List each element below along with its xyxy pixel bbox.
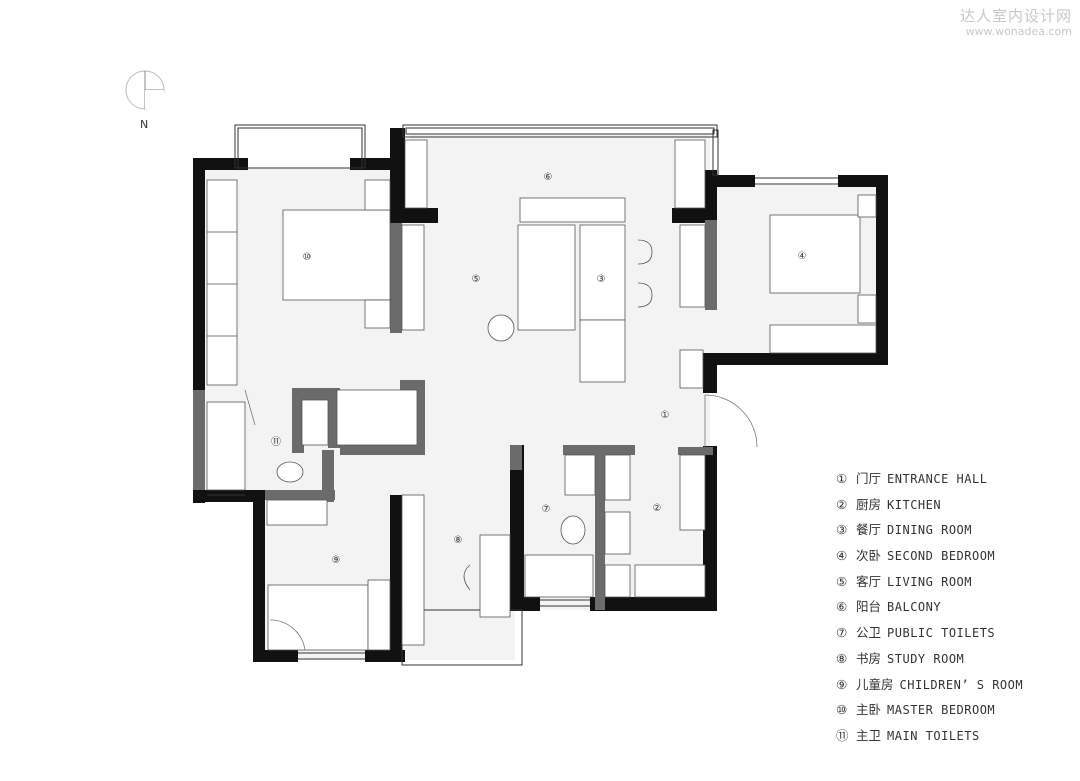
doors xyxy=(244,389,758,651)
room-marker-3: ③ xyxy=(597,274,606,285)
room-marker-5: ⑤ xyxy=(472,274,481,285)
legend-chinese-name: 次卧 xyxy=(856,548,882,564)
legend-chinese-name: 儿童房 xyxy=(856,676,894,692)
legend-english-name: MASTER BEDROOM xyxy=(887,703,996,718)
legend-item: ⑦ 公卫 PUBLIC TOILETS xyxy=(836,624,1023,650)
legend-english-name: SECOND BEDROOM xyxy=(887,549,996,564)
north-compass: N xyxy=(125,70,165,131)
room-marker-7: ⑦ xyxy=(542,504,551,515)
watermark-url: www.wonadea.com xyxy=(965,25,1072,38)
legend-chinese-name: 客厅 xyxy=(856,573,882,589)
living-dining-furniture xyxy=(487,224,706,389)
legend-english-name: DINING ROOM xyxy=(887,523,972,538)
legend-chinese-name: 门厅 xyxy=(856,471,882,486)
legend-english-name: CHILDREN’ S ROOM xyxy=(899,677,1024,692)
wet-area-fixtures xyxy=(206,389,706,598)
room-marker-9: ⑨ xyxy=(332,555,341,566)
legend-item: ⑥ 阳台 BALCONY xyxy=(836,598,1023,624)
legend-number: ④ xyxy=(836,548,848,564)
legend-english-name: PUBLIC TOILETS xyxy=(887,626,996,641)
legend-english-name: MAIN TOILETS xyxy=(887,728,980,743)
room-marker-11: ⑪ xyxy=(271,436,281,448)
legend-chinese-name: 餐厅 xyxy=(856,522,882,538)
legend-item: ⑨ 儿童房 CHILDREN’ S ROOM xyxy=(836,676,1023,702)
room-marker-6: ⑥ xyxy=(544,172,553,183)
compass-label: N xyxy=(140,118,148,131)
legend-chinese-name: 书房 xyxy=(856,650,882,666)
windows xyxy=(207,124,838,666)
legend-english-name: BALCONY xyxy=(887,600,942,615)
legend-number: ⑨ xyxy=(836,676,848,692)
room-markers: ① ② ③ ④ ⑤ ⑥ ⑦ ⑧ ⑨ ⑩ ⑪ xyxy=(271,172,806,566)
legend-english-name: LIVING ROOM xyxy=(887,574,972,589)
legend-item: ② 厨房 KITCHEN xyxy=(836,496,1023,522)
legend-number: ⑥ xyxy=(836,599,848,615)
room-marker-2: ② xyxy=(653,503,662,514)
legend-number: ⑧ xyxy=(836,650,848,666)
room-legend: ① 门厅 ENTRANCE HALL ② 厨房 KITCHEN ③ 餐厅 DINING ROOM… xyxy=(836,470,1023,753)
balcony-cabinets xyxy=(404,139,706,223)
legend-item: ⑤ 客厅 LIVING ROOM xyxy=(836,573,1023,599)
legend-item: ⑩ 主卧 MASTER BEDROOM xyxy=(836,701,1023,727)
legend-number: ① xyxy=(836,471,848,486)
legend-number: ⑩ xyxy=(836,702,848,718)
legend-item: ③ 餐厅 DINING ROOM xyxy=(836,521,1023,547)
room-marker-8: ⑧ xyxy=(454,535,463,546)
legend-item: ⑧ 书房 STUDY ROOM xyxy=(836,650,1023,676)
legend-number: ② xyxy=(836,496,848,512)
legend-english-name: STUDY ROOM xyxy=(887,651,965,666)
legend-chinese-name: 主卫 xyxy=(856,727,882,743)
watermark-title: 达人室内设计网 xyxy=(959,7,1072,25)
legend-number: ⑤ xyxy=(836,573,848,589)
room-marker-4: ④ xyxy=(798,251,807,262)
legend-item: ⑪ 主卫 MAIN TOILETS xyxy=(836,727,1023,753)
room-marker-10: ⑩ xyxy=(303,252,312,263)
second-bedroom-furniture xyxy=(769,194,877,354)
legend-chinese-name: 公卫 xyxy=(856,625,882,641)
legend-chinese-name: 厨房 xyxy=(856,496,882,512)
interior-walls xyxy=(193,220,717,610)
master-bedroom-furniture xyxy=(206,179,425,386)
legend-chinese-name: 主卧 xyxy=(856,702,882,718)
legend-english-name: ENTRANCE HALL xyxy=(887,472,988,486)
study-children-furniture xyxy=(267,494,511,651)
legend-item: ④ 次卧 SECOND BEDROOM xyxy=(836,547,1023,573)
room-marker-1: ① xyxy=(661,410,670,421)
legend-number: ③ xyxy=(836,522,848,538)
legend-number: ⑪ xyxy=(836,727,849,743)
legend-number: ⑦ xyxy=(836,625,848,641)
legend-english-name: KITCHEN xyxy=(887,497,942,512)
legend-item: ① 门厅 ENTRANCE HALL xyxy=(836,470,1023,496)
legend-chinese-name: 阳台 xyxy=(856,599,882,615)
